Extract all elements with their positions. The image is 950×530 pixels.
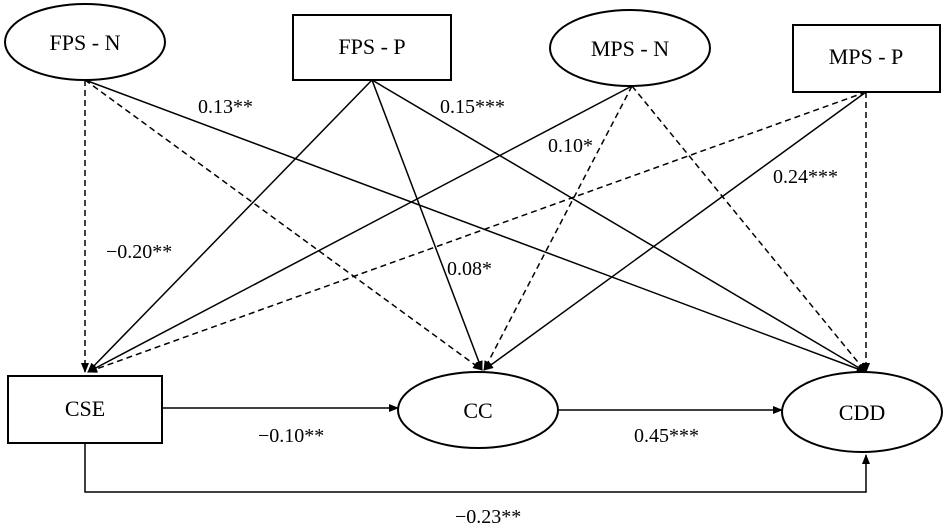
node-fps-p: FPS - P (292, 14, 452, 81)
edge-mpsp-cse (87, 91, 867, 373)
edge-fpsp-cse (87, 79, 373, 373)
edge-fpsp-cdd (371, 79, 867, 373)
edge-mpsp-cc (483, 91, 867, 371)
node-mps-n-label: MPS - N (591, 36, 669, 61)
edges (81, 79, 870, 493)
label-cse-cdd: −0.23** (455, 506, 521, 528)
label-mpsp-cc: 0.24*** (773, 166, 838, 188)
edge-mpsn-cc (483, 85, 633, 371)
node-mps-p: MPS - P (792, 24, 941, 93)
node-mps-p-label: MPS - P (829, 44, 904, 69)
node-cdd: CDD (781, 371, 943, 453)
label-fpsn-cdd: 0.13** (198, 96, 253, 118)
edge-fpsp-cc (371, 79, 483, 371)
label-mpsn-cse: 0.10* (548, 135, 593, 157)
node-fps-n: FPS - N (4, 3, 166, 81)
edge-fpsn-cdd (84, 79, 867, 373)
node-cse: CSE (7, 375, 163, 444)
edge-cse-cdd (84, 444, 870, 493)
edge-labels: 0.13** 0.15*** 0.10* 0.24*** −0.20** 0.0… (106, 96, 838, 528)
label-cc-cdd: 0.45*** (634, 425, 699, 447)
nodes: FPS - N FPS - P MPS - N MPS - P CSE CC C… (4, 3, 943, 453)
label-cse-cc: −0.10** (258, 425, 324, 447)
label-fpsp-cc: 0.08* (447, 258, 492, 280)
node-cse-label: CSE (65, 396, 105, 421)
node-cc-label: CC (463, 398, 492, 423)
label-fpsp-cdd: 0.15*** (440, 96, 505, 118)
edge-mpsn-cdd (631, 85, 867, 373)
node-mps-n: MPS - N (549, 9, 711, 87)
label-fpsp-cse: −0.20** (106, 241, 172, 263)
edge-fpsn-cc (84, 79, 483, 371)
node-fps-n-label: FPS - N (50, 30, 121, 55)
node-cdd-label: CDD (839, 400, 885, 425)
node-cc: CC (397, 371, 559, 449)
node-fps-p-label: FPS - P (338, 34, 405, 59)
edge-mpsn-cse (87, 85, 633, 373)
